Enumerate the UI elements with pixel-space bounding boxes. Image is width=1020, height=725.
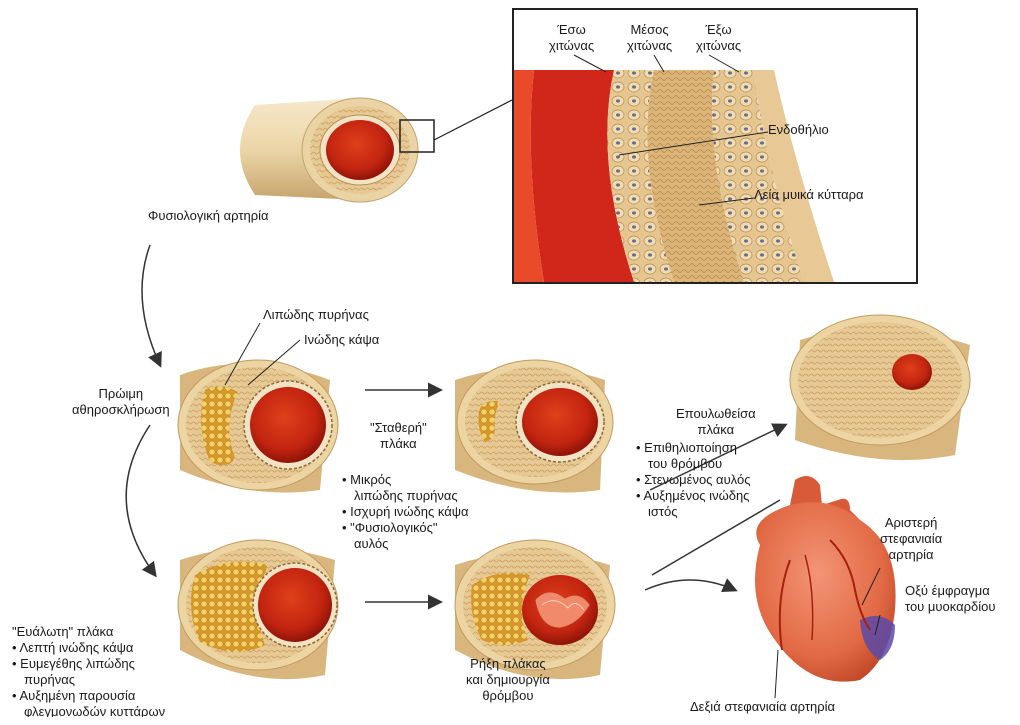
arrow-rupture-to-heart (645, 580, 735, 590)
label-lipid-core: Λιπώδης πυρήνας (263, 307, 369, 323)
vulnerable-plaque-block: "Ευάλωτη" πλάκα • Λεπτή ινώδης κάψα • Ευ… (12, 624, 165, 717)
label-fibrous-cap: Ινώδης κάψα (304, 332, 379, 348)
early-atherosclerosis-vessel (178, 360, 338, 493)
stable-bullets: • Μικρός λιπώδης πυρήνας • Ισχυρή ινώδης… (342, 472, 469, 552)
stable-plaque-vessel (455, 360, 613, 493)
label-smooth-muscle: Λεία μυικά κύτταρα (754, 187, 864, 203)
label-normal-artery: Φυσιολογική αρτηρία (148, 208, 269, 224)
healed-plaque-vessel (790, 315, 970, 460)
label-endothelium: Ενδοθήλιο (768, 122, 829, 138)
normal-artery-illustration (240, 98, 512, 202)
leader-right-coronary (775, 650, 778, 698)
arrow-early-to-vulnerable (126, 425, 155, 575)
arrow-normal-to-early (142, 245, 160, 365)
healed-bullets: • Επιθηλιοποίηση του θρόμβου • Στενωμένο… (636, 440, 750, 520)
label-right-coronary: Δεξιά στεφανιαία αρτηρία (690, 699, 835, 715)
vulnerable-plaque-vessel (178, 540, 338, 679)
label-stable-plaque: "Σταθερή"πλάκα (370, 420, 427, 452)
